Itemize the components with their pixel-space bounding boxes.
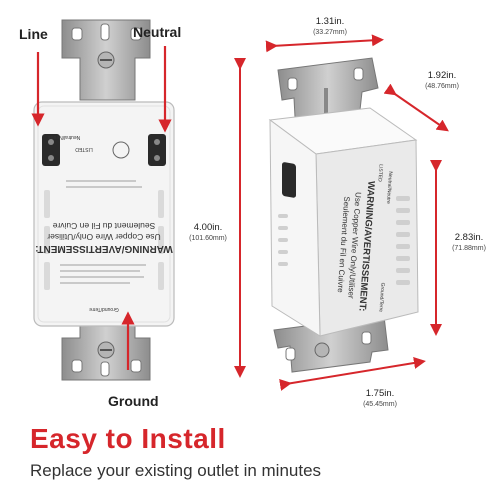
dim-width-top: 1.31in. (33.27mm) xyxy=(300,16,360,38)
angled-view-device: WARNING/AVERTISSEMENT: Use Copper Wire O… xyxy=(268,57,419,373)
side-ground-terre: Ground/Terre xyxy=(377,282,385,312)
dim-width-bottom-mm: (45.45mm) xyxy=(363,401,397,408)
dim-depth-right-inches: 1.92in. xyxy=(427,70,457,81)
dim-height-left: 4.00in. (101.60mm) xyxy=(178,222,238,244)
front-neutral-neutre: Neutral/Neutre xyxy=(48,134,81,140)
dim-height-left-mm: (101.60mm) xyxy=(189,235,227,242)
dim-depth-right: 1.92in. (48.76mm) xyxy=(412,70,472,92)
front-listed: LISTED xyxy=(75,146,93,152)
ground-label: Ground xyxy=(108,393,159,409)
dim-width-bottom-inches: 1.75in. xyxy=(365,388,395,399)
front-ground-terre: Ground/Terre xyxy=(89,306,119,312)
dim-width-top-mm: (33.27mm) xyxy=(313,29,347,36)
front-view-device: WARNING/AVERTISSEMENT: Use Copper Wire O… xyxy=(33,19,175,381)
dim-height-right: 2.83in. (71.88mm) xyxy=(440,232,498,254)
dim-height-left-inches: 4.00in. xyxy=(193,222,223,233)
dim-height-right-inches: 2.83in. xyxy=(454,232,484,243)
front-copper-line2: Seulement du Fil en Cuivre xyxy=(52,221,155,231)
side-listed: LISTED xyxy=(376,164,383,182)
headline: Easy to Install xyxy=(30,423,226,454)
line-label: Line xyxy=(19,26,48,42)
dim-height-right-mm: (71.88mm) xyxy=(452,245,486,252)
dim-depth-right-mm: (48.76mm) xyxy=(425,83,459,90)
dim-width-bottom: 1.75in. (45.45mm) xyxy=(350,388,410,410)
neutral-label: Neutral xyxy=(133,24,182,40)
dim-width-top-inches: 1.31in. xyxy=(315,16,345,27)
ul-logo-icon xyxy=(112,141,130,159)
dimension-arrows xyxy=(234,34,449,391)
front-copper-line1: Use Copper Wire Only/Utiliser xyxy=(47,232,161,242)
subline: Replace your existing outlet in minutes xyxy=(30,461,322,480)
front-warning-text: WARNING/AVERTISSEMENT: xyxy=(35,243,173,254)
side-neutral-neutre: Neutral/Neutre xyxy=(385,171,393,204)
